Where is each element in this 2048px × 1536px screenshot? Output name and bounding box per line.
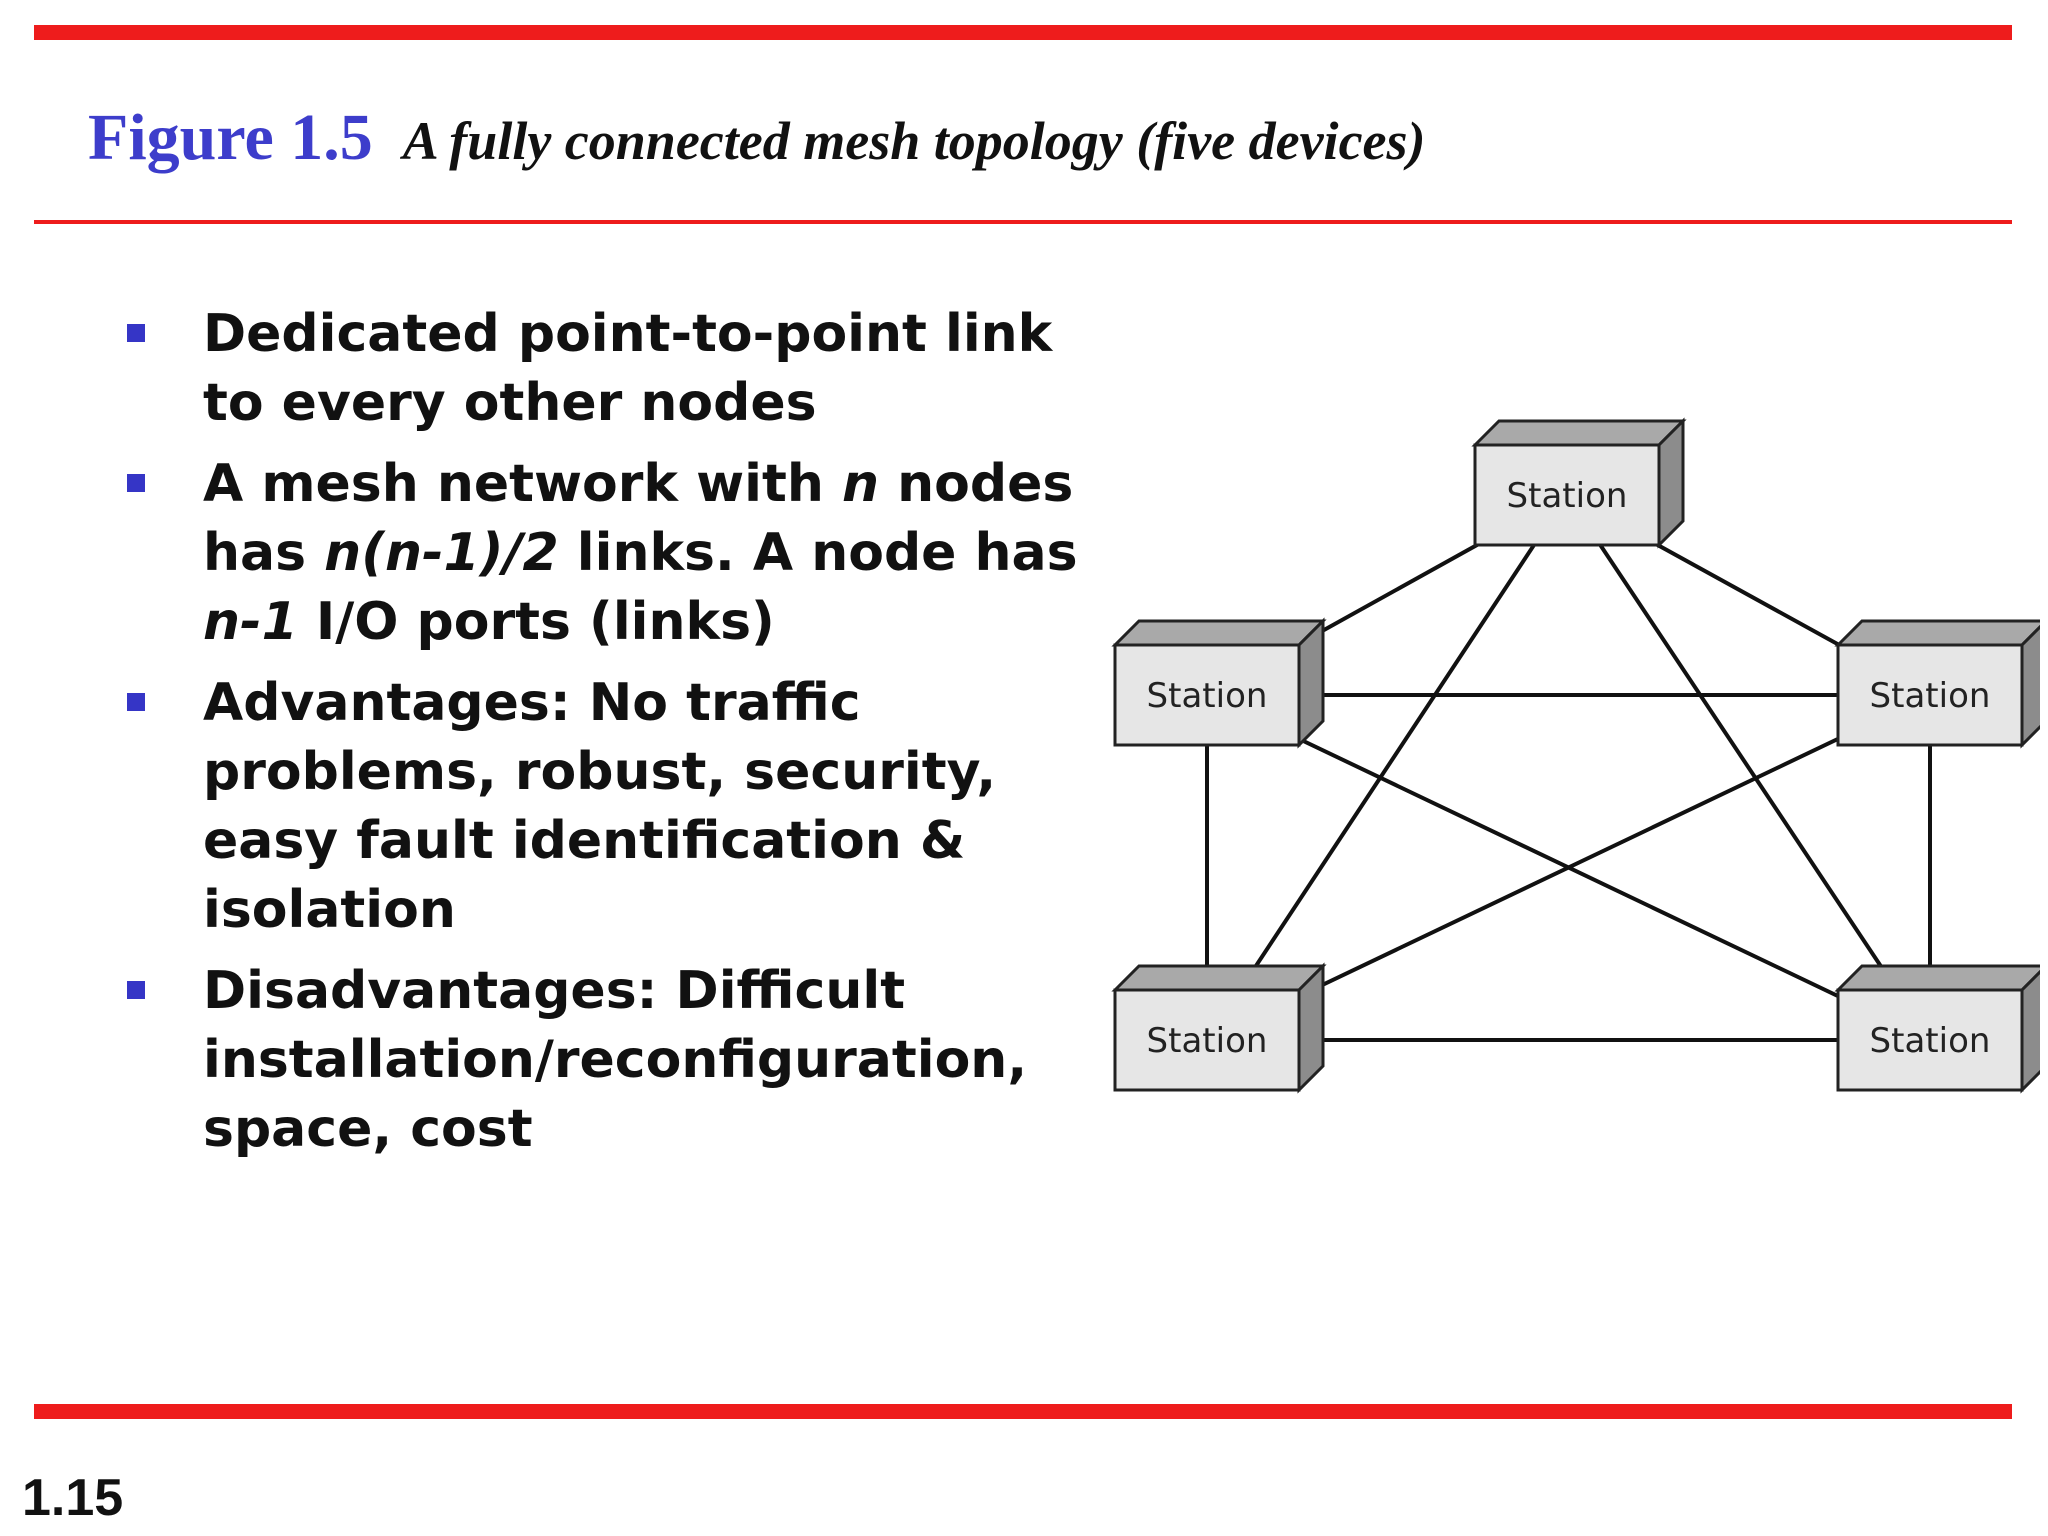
mesh-link bbox=[1565, 493, 1932, 1042]
station-box-top bbox=[1834, 964, 2040, 992]
title-underline-rule bbox=[34, 220, 2012, 224]
bullet-square-icon bbox=[127, 474, 145, 492]
station-box-front bbox=[1113, 643, 1301, 747]
bullet-item: A mesh network with n nodes has n(n-1)/2… bbox=[125, 450, 1125, 657]
station-box-front bbox=[1473, 443, 1661, 547]
station-node: Station bbox=[1111, 962, 1327, 1094]
bullet-run: Disadvantages: Difficult installation/re… bbox=[203, 961, 1028, 1159]
figure-caption: A fully connected mesh topology (five de… bbox=[402, 111, 1426, 171]
station-box-front bbox=[1836, 988, 2024, 1092]
bullet-italic-run: n-1 bbox=[203, 592, 298, 652]
bullet-run: A mesh network with bbox=[203, 454, 842, 514]
bullet-italic-run: n(n-1)/2 bbox=[324, 523, 559, 583]
bullet-text: Dedicated point-to-point link to every o… bbox=[203, 304, 1052, 433]
page-number: 1.15 bbox=[22, 1469, 124, 1527]
mesh-link bbox=[1205, 493, 1569, 1042]
bullet-square-icon bbox=[127, 693, 145, 711]
figure-number: Figure 1.5 bbox=[88, 101, 373, 174]
station-label: Station bbox=[1507, 476, 1628, 516]
station-label: Station bbox=[1147, 676, 1268, 716]
bullet-run: links. A node has bbox=[558, 523, 1078, 583]
station-node: Station bbox=[1471, 417, 1687, 549]
mesh-links bbox=[1205, 493, 1932, 1042]
station-node: Station bbox=[1111, 617, 1327, 749]
bottom-red-rule bbox=[34, 1404, 2012, 1419]
station-box-top bbox=[1471, 419, 1687, 447]
station-box-top bbox=[1111, 619, 1327, 647]
station-box-top bbox=[1111, 964, 1327, 992]
bullet-list: Dedicated point-to-point link to every o… bbox=[125, 300, 1125, 1176]
station-box-front bbox=[1836, 643, 2024, 747]
station-box-top bbox=[1834, 619, 2040, 647]
bullet-square-icon bbox=[127, 324, 145, 342]
bullet-square-icon bbox=[127, 981, 145, 999]
bullet-text: A mesh network with n nodes has n(n-1)/2… bbox=[203, 454, 1078, 652]
bullet-run: nodes has bbox=[203, 454, 1074, 583]
station-box-side bbox=[1297, 617, 1325, 749]
station-node: Station bbox=[1834, 964, 2040, 1094]
mesh-link bbox=[1206, 693, 1931, 1042]
bullet-run: I/O ports (links) bbox=[297, 592, 775, 652]
station-label: Station bbox=[1870, 1021, 1991, 1061]
bullet-italic-run: n bbox=[841, 454, 879, 514]
bullet-run: Advantages: No traffic problems, robust,… bbox=[203, 673, 997, 940]
bullet-text: Disadvantages: Difficult installation/re… bbox=[203, 961, 1027, 1159]
bullet-run: Dedicated point-to-point link to every o… bbox=[203, 304, 1053, 433]
station-box-side bbox=[1657, 417, 1685, 549]
top-red-rule bbox=[34, 25, 2012, 40]
figure-title: Figure 1.5 A fully connected mesh topolog… bbox=[88, 100, 1426, 176]
bullet-item: Advantages: No traffic problems, robust,… bbox=[125, 669, 1125, 945]
station-node: Station bbox=[1834, 619, 2040, 749]
station-label: Station bbox=[1870, 676, 1991, 716]
station-box-front bbox=[1113, 988, 1301, 1092]
station-label: Station bbox=[1147, 1021, 1268, 1061]
bullet-item: Disadvantages: Difficult installation/re… bbox=[125, 957, 1125, 1164]
bullet-text: Advantages: No traffic problems, robust,… bbox=[203, 673, 996, 940]
bullet-item: Dedicated point-to-point link to every o… bbox=[125, 300, 1125, 438]
station-box-side bbox=[1297, 962, 1325, 1094]
